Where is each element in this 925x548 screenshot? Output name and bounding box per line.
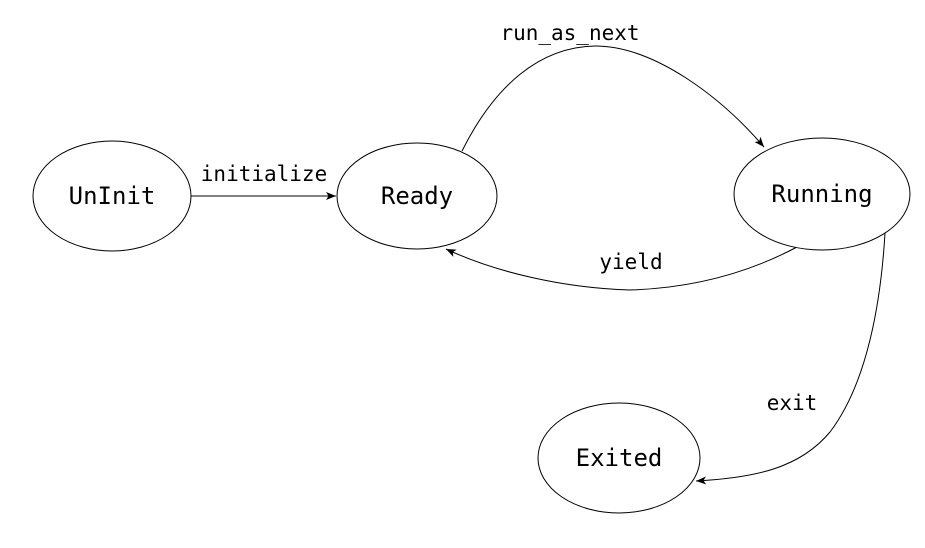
state-running-label: Running bbox=[771, 180, 872, 208]
edge-initialize: initialize bbox=[190, 162, 336, 200]
edge-run-as-next-label: run_as_next bbox=[500, 21, 639, 45]
edge-yield-arrow bbox=[445, 246, 798, 291]
state-exited-ellipse bbox=[537, 402, 701, 514]
state-running-ellipse bbox=[733, 137, 911, 251]
state-uninit-ellipse bbox=[32, 140, 192, 252]
edge-exit-label: exit bbox=[767, 391, 818, 415]
state-ready-label: Ready bbox=[381, 182, 453, 210]
state-node-ready: Ready bbox=[336, 142, 498, 250]
state-exited-label: Exited bbox=[576, 444, 663, 472]
state-ready-ellipse bbox=[336, 142, 498, 250]
edge-exit: exit bbox=[695, 232, 886, 485]
state-node-uninit: UnInit bbox=[32, 140, 192, 252]
edge-yield: yield bbox=[445, 246, 798, 291]
edge-initialize-label: initialize bbox=[201, 162, 327, 186]
edge-exit-arrow bbox=[695, 232, 886, 485]
edge-yield-label: yield bbox=[599, 250, 662, 274]
state-node-exited: Exited bbox=[537, 402, 701, 514]
edge-run-as-next: run_as_next bbox=[461, 21, 765, 152]
state-node-running: Running bbox=[733, 137, 911, 251]
edge-run-as-next-arrow bbox=[461, 45, 765, 152]
state-uninit-label: UnInit bbox=[69, 182, 156, 210]
